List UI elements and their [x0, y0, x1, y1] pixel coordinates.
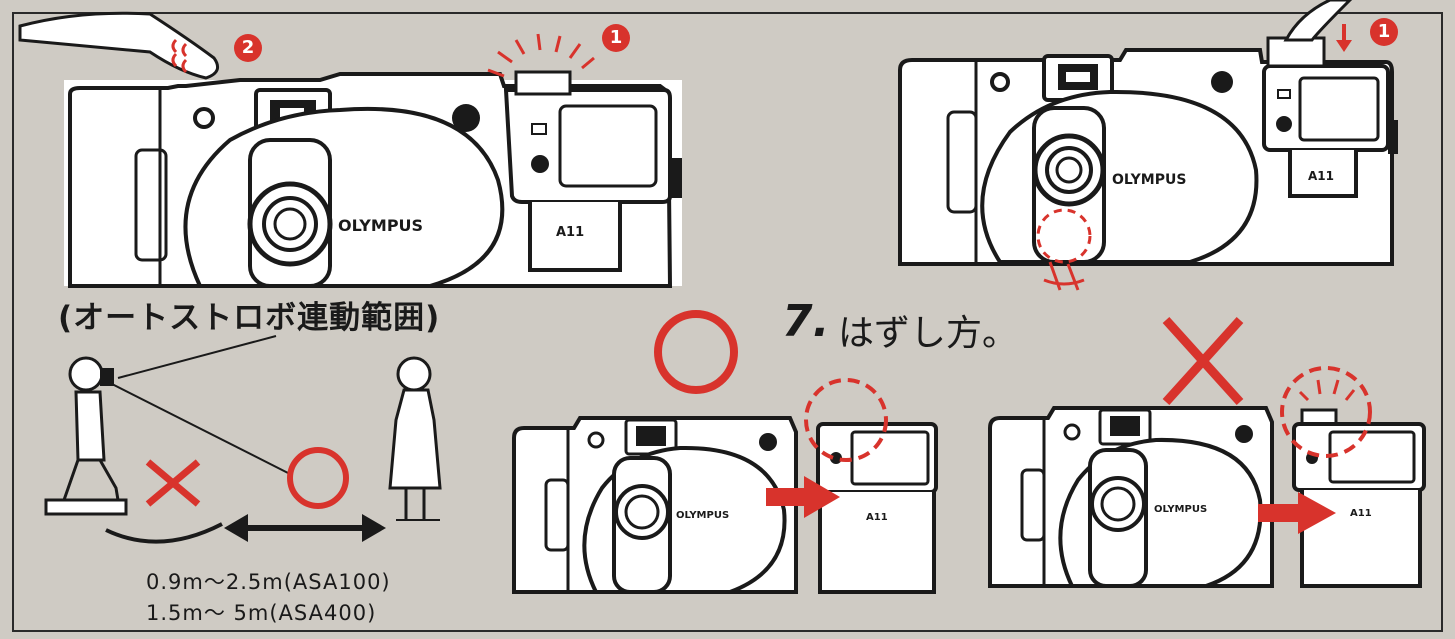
- in-range-circle-icon: [287, 447, 349, 509]
- step-1-marker: [602, 24, 630, 52]
- flash-model-label: A11: [866, 512, 888, 523]
- range-asa400: 1.5m〜 5m(ASA400): [146, 601, 377, 625]
- brand-logo: OLYMPUS: [1112, 172, 1186, 188]
- flash-model-label: A11: [556, 225, 584, 240]
- section-number: 7.: [782, 296, 830, 347]
- camera-top-left-illustration: OLYMPUS A11: [18, 11, 682, 288]
- flash-model-label: A11: [1350, 508, 1372, 519]
- section-title: はずし方。: [838, 313, 1019, 354]
- correct-removal-illustration: OLYMPUS A11: [512, 310, 938, 594]
- flash-range-diagram: [44, 335, 442, 544]
- right-arrow-icon: [1258, 492, 1336, 534]
- brand-logo: OLYMPUS: [338, 216, 423, 235]
- right-arrow-icon: [766, 476, 840, 518]
- brand-logo: OLYMPUS: [1154, 504, 1207, 515]
- incorrect-removal-illustration: OLYMPUS A11: [988, 316, 1426, 588]
- correct-circle-icon: [654, 310, 738, 394]
- range-asa100: 0.9m〜2.5m(ASA100): [146, 570, 391, 594]
- step-1-number: 1: [1377, 21, 1391, 42]
- step-1-number: 1: [609, 27, 623, 48]
- too-close-cross-icon: [145, 459, 201, 507]
- camera-top-right-illustration: OLYMPUS A11: [898, 0, 1398, 291]
- incorrect-cross-icon: [1162, 316, 1244, 406]
- flash-model-label: A11: [1308, 169, 1334, 183]
- step-2-number: 2: [241, 37, 255, 58]
- brand-logo: OLYMPUS: [676, 510, 729, 521]
- flash-range-title: (オートストロボ連動範囲): [58, 300, 441, 336]
- step-1-marker: [1370, 18, 1398, 46]
- page-border: [12, 12, 1443, 632]
- step-2-marker: [234, 34, 262, 62]
